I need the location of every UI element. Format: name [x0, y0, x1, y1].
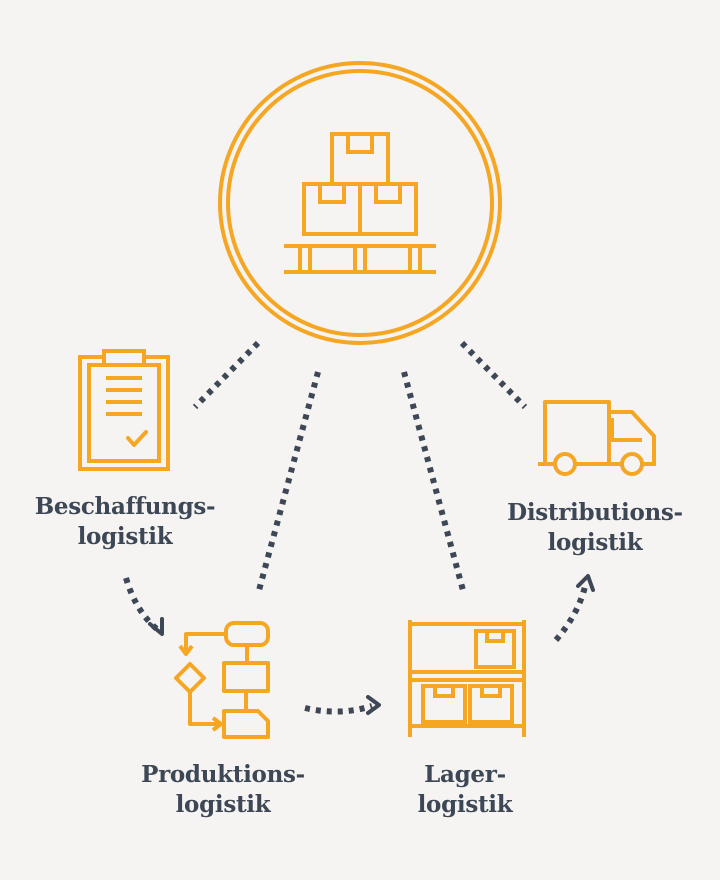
label-beschaffung-line2: logistik [77, 523, 173, 550]
pallet-boxes-icon [284, 132, 436, 274]
label-lager-line1: Lager- [424, 761, 506, 788]
arrow-head-1 [148, 617, 164, 636]
arrow-heads [148, 574, 595, 715]
hub [218, 61, 502, 345]
label-beschaffungslogistik: Beschaffungs- logistik [20, 492, 230, 552]
label-lagerlogistik: Lager- logistik [370, 760, 560, 820]
delivery-truck-icon [538, 400, 656, 476]
label-lager-line2: logistik [417, 791, 513, 818]
label-produktion-line2: logistik [175, 791, 271, 818]
arrow-beschaffung-produktion [123, 577, 160, 633]
label-produktionslogistik: Produktions- logistik [118, 760, 328, 820]
hub-connectors [192, 340, 528, 595]
hub-outer-ring [218, 61, 502, 345]
connector-hub-beschaffung [192, 340, 261, 410]
connector-hub-produktion [255, 371, 321, 595]
arrow-head-3 [576, 574, 595, 592]
flow-arrows [123, 577, 589, 715]
label-distribution-line1: Distributions- [507, 499, 683, 526]
label-distributionslogistik: Distributions- logistik [490, 498, 700, 558]
clipboard-check-icon [78, 349, 170, 471]
arrow-produktion-lager [304, 703, 373, 715]
label-distribution-line2: logistik [547, 529, 643, 556]
label-produktion-line1: Produktions- [141, 761, 305, 788]
arrow-lager-distribution [553, 581, 589, 642]
connector-hub-distribution [459, 340, 528, 410]
connector-hub-lager [401, 371, 467, 595]
flowchart-icon [174, 621, 270, 739]
label-beschaffung-line1: Beschaffungs- [34, 493, 216, 520]
warehouse-shelf-icon [408, 620, 526, 737]
arrow-head-2 [366, 695, 381, 715]
hub-inner-ring [226, 69, 494, 337]
